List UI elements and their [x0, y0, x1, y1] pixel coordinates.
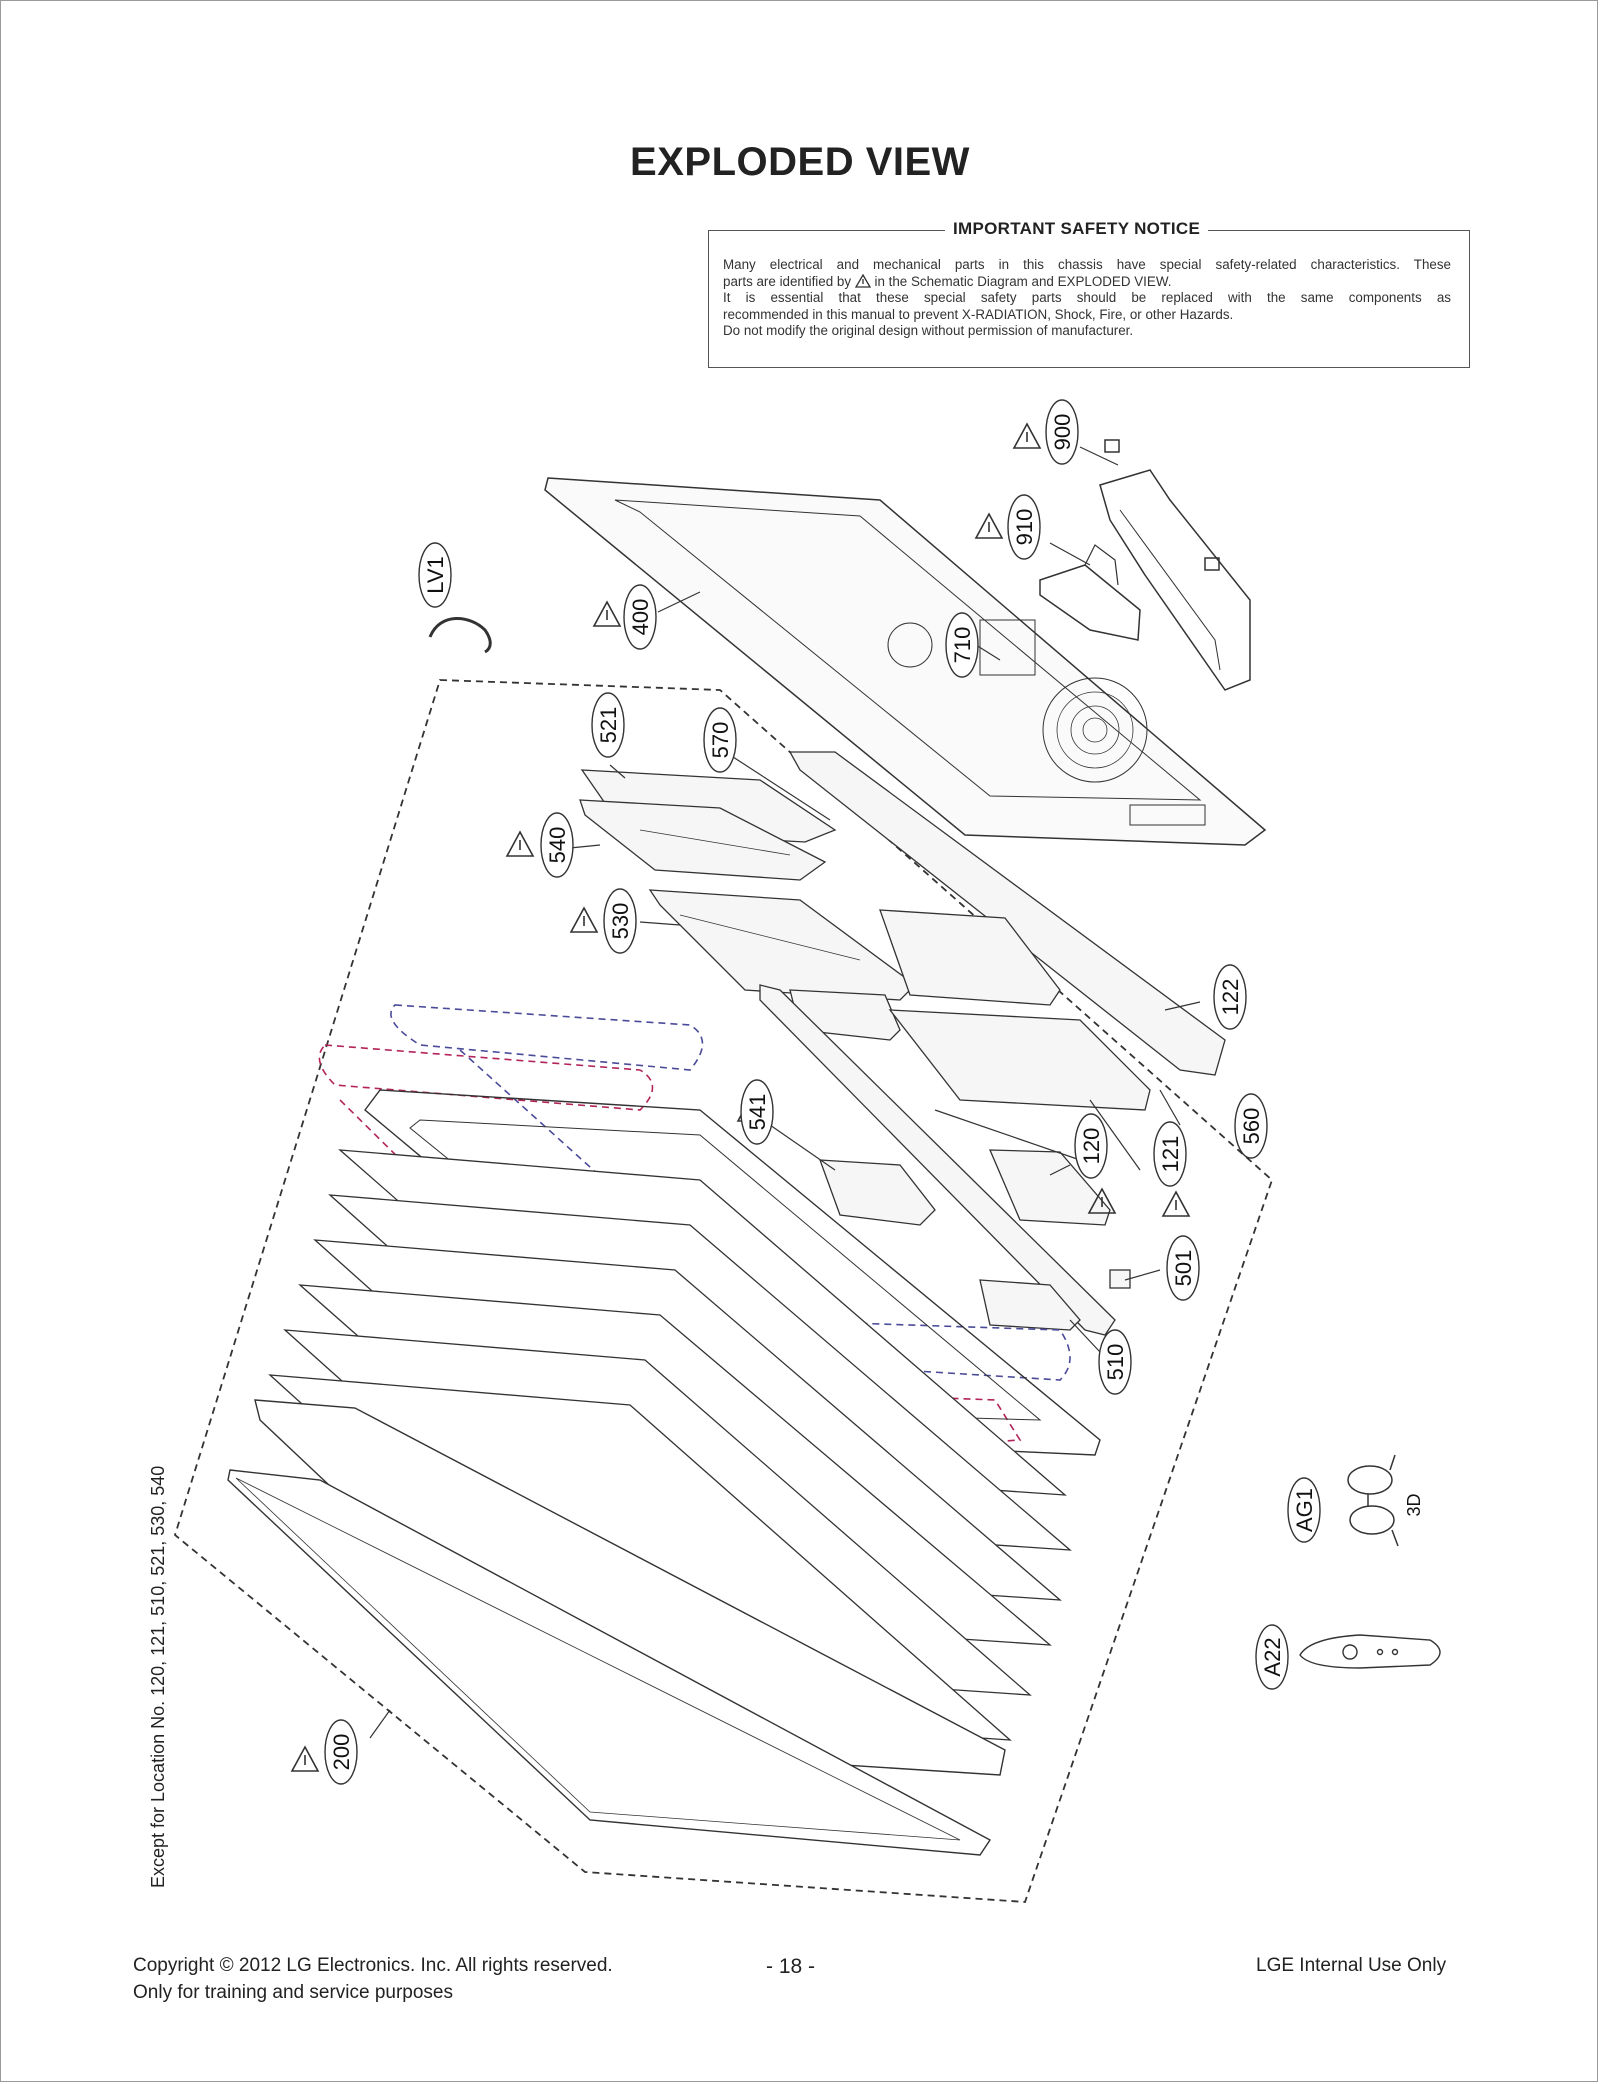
3d-glasses-icon: [1347, 1454, 1399, 1547]
page-number: - 18 -: [766, 1955, 816, 1978]
back-cover-part: [544, 477, 1267, 846]
callout-521: 521: [596, 707, 621, 744]
callout-121: 121: [1158, 1136, 1183, 1173]
footer-copyright: Copyright © 2012 LG Electronics. Inc. Al…: [133, 1955, 613, 1976]
footer-training-note: Only for training and service purposes: [133, 1982, 453, 2003]
assembly-dashed-outline: [173, 679, 1274, 1903]
notice-line-2: parts are identified by in the Schematic…: [723, 273, 1451, 291]
page-title: EXPLODED VIEW: [630, 140, 970, 184]
side-frame-parts: [759, 751, 1226, 1336]
callout-3d: 3D: [1404, 1493, 1424, 1516]
callout-122: 122: [1218, 979, 1243, 1016]
callout-labels: 900 910 LV1 400 710 521 570 540 530 122 …: [329, 414, 1424, 1771]
warning-triangle-icon: [506, 831, 534, 857]
callout-ag1: AG1: [1292, 1488, 1317, 1532]
callout-200: 200: [329, 1734, 354, 1771]
lv1-cable-part: [428, 617, 492, 654]
warning-triangle-icon: [1162, 1191, 1190, 1217]
leader-lines: [369, 446, 1201, 1739]
callout-400: 400: [628, 599, 653, 636]
callout-710: 710: [950, 627, 975, 664]
warning-triangle-icon: [975, 513, 1003, 539]
callout-910: 910: [1012, 509, 1037, 546]
callout-lv1: LV1: [423, 556, 448, 594]
callout-570: 570: [708, 722, 733, 759]
callout-ellipses: [324, 399, 1321, 1785]
warning-triangle-icon: [1013, 423, 1041, 449]
safety-notice-title: IMPORTANT SAFETY NOTICE: [945, 219, 1209, 239]
notice-line-5: Do not modify the original design withou…: [723, 323, 1134, 338]
callout-560: 560: [1239, 1108, 1264, 1145]
safety-notice-box: IMPORTANT SAFETY NOTICE Many electrical …: [708, 219, 1470, 368]
callout-510: 510: [1103, 1344, 1128, 1381]
main-board-parts: [579, 769, 916, 1001]
warning-triangle-icon: [854, 273, 871, 288]
notice-line-1: Many electrical and mechanical parts in …: [723, 257, 1451, 272]
callout-540: 540: [545, 827, 570, 864]
callout-900: 900: [1050, 414, 1075, 451]
callout-a22: A22: [1260, 1637, 1285, 1676]
notice-line-2a: parts are identified by: [723, 273, 852, 289]
magic-remote-icon: [1299, 1634, 1441, 1669]
speaker-group-outline: [390, 1004, 1071, 1381]
warning-triangle-icon: [593, 601, 621, 627]
notice-line-2b: in the Schematic Diagram and EXPLODED VI…: [874, 273, 1172, 289]
callout-501: 501: [1171, 1250, 1196, 1287]
warning-triangle-icon: [570, 907, 598, 933]
notice-line-3: It is essential that these special safet…: [723, 290, 1451, 305]
callout-541: 541: [745, 1094, 770, 1131]
stand-part: [1039, 439, 1251, 691]
backlight-panel-part: [227, 1399, 1006, 1856]
callout-120: 120: [1079, 1128, 1104, 1165]
location-exception-note: Except for Location No. 120, 121, 510, 5…: [148, 1465, 168, 1888]
footer-internal-use: LGE Internal Use Only: [1256, 1955, 1447, 1976]
safety-notice-body: Many electrical and mechanical parts in …: [723, 257, 1451, 340]
warning-triangle-icon: [291, 1746, 319, 1772]
notice-line-4: recommended in this manual to prevent X-…: [723, 306, 1234, 322]
callout-530: 530: [608, 903, 633, 940]
